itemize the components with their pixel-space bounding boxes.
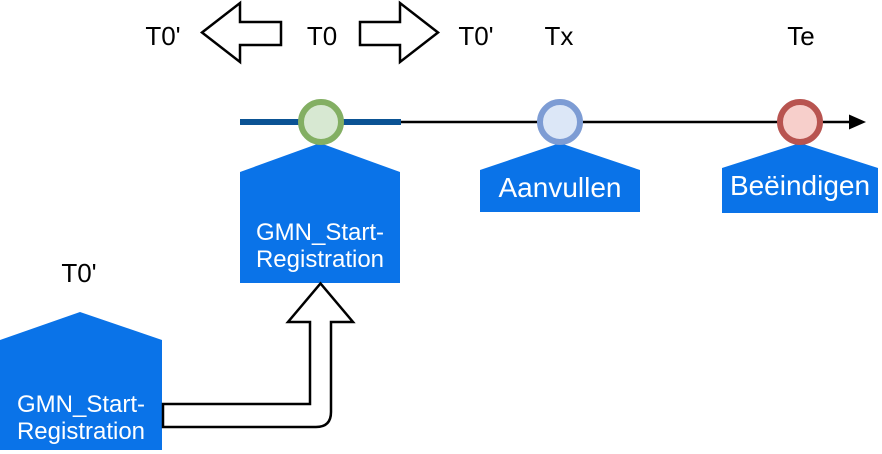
label-tx: Tx [544, 21, 574, 51]
event-label-main-registration: GMN_Start-Registration [255, 219, 385, 273]
milestone-circle-start [298, 99, 344, 145]
label-te: Te [787, 21, 815, 51]
event-pentagon-terminate [722, 143, 878, 213]
event-label-supplement: Aanvullen [498, 172, 622, 203]
label-t0-prime-bottom: T0' [61, 258, 97, 288]
label-t0: T0 [306, 21, 338, 51]
label-t0-prime-left: T0' [145, 21, 181, 51]
label-t0-prime-right: T0' [458, 21, 494, 51]
event-label-terminate: Beëindigen [729, 170, 871, 201]
milestone-circle-end [777, 99, 823, 145]
event-pentagon-correction [0, 312, 162, 450]
event-pentagon-main-registration [240, 143, 400, 283]
block-arrow-right-icon [358, 0, 441, 65]
timeline-arrowhead-icon [849, 114, 866, 130]
elbow-arrow-up-icon [161, 281, 356, 429]
block-arrow-left-icon [199, 0, 283, 65]
event-pentagon-supplement [480, 143, 640, 212]
event-label-correction-registration: GMN_Start-Registration [16, 391, 146, 445]
milestone-circle-supplement [537, 99, 583, 145]
